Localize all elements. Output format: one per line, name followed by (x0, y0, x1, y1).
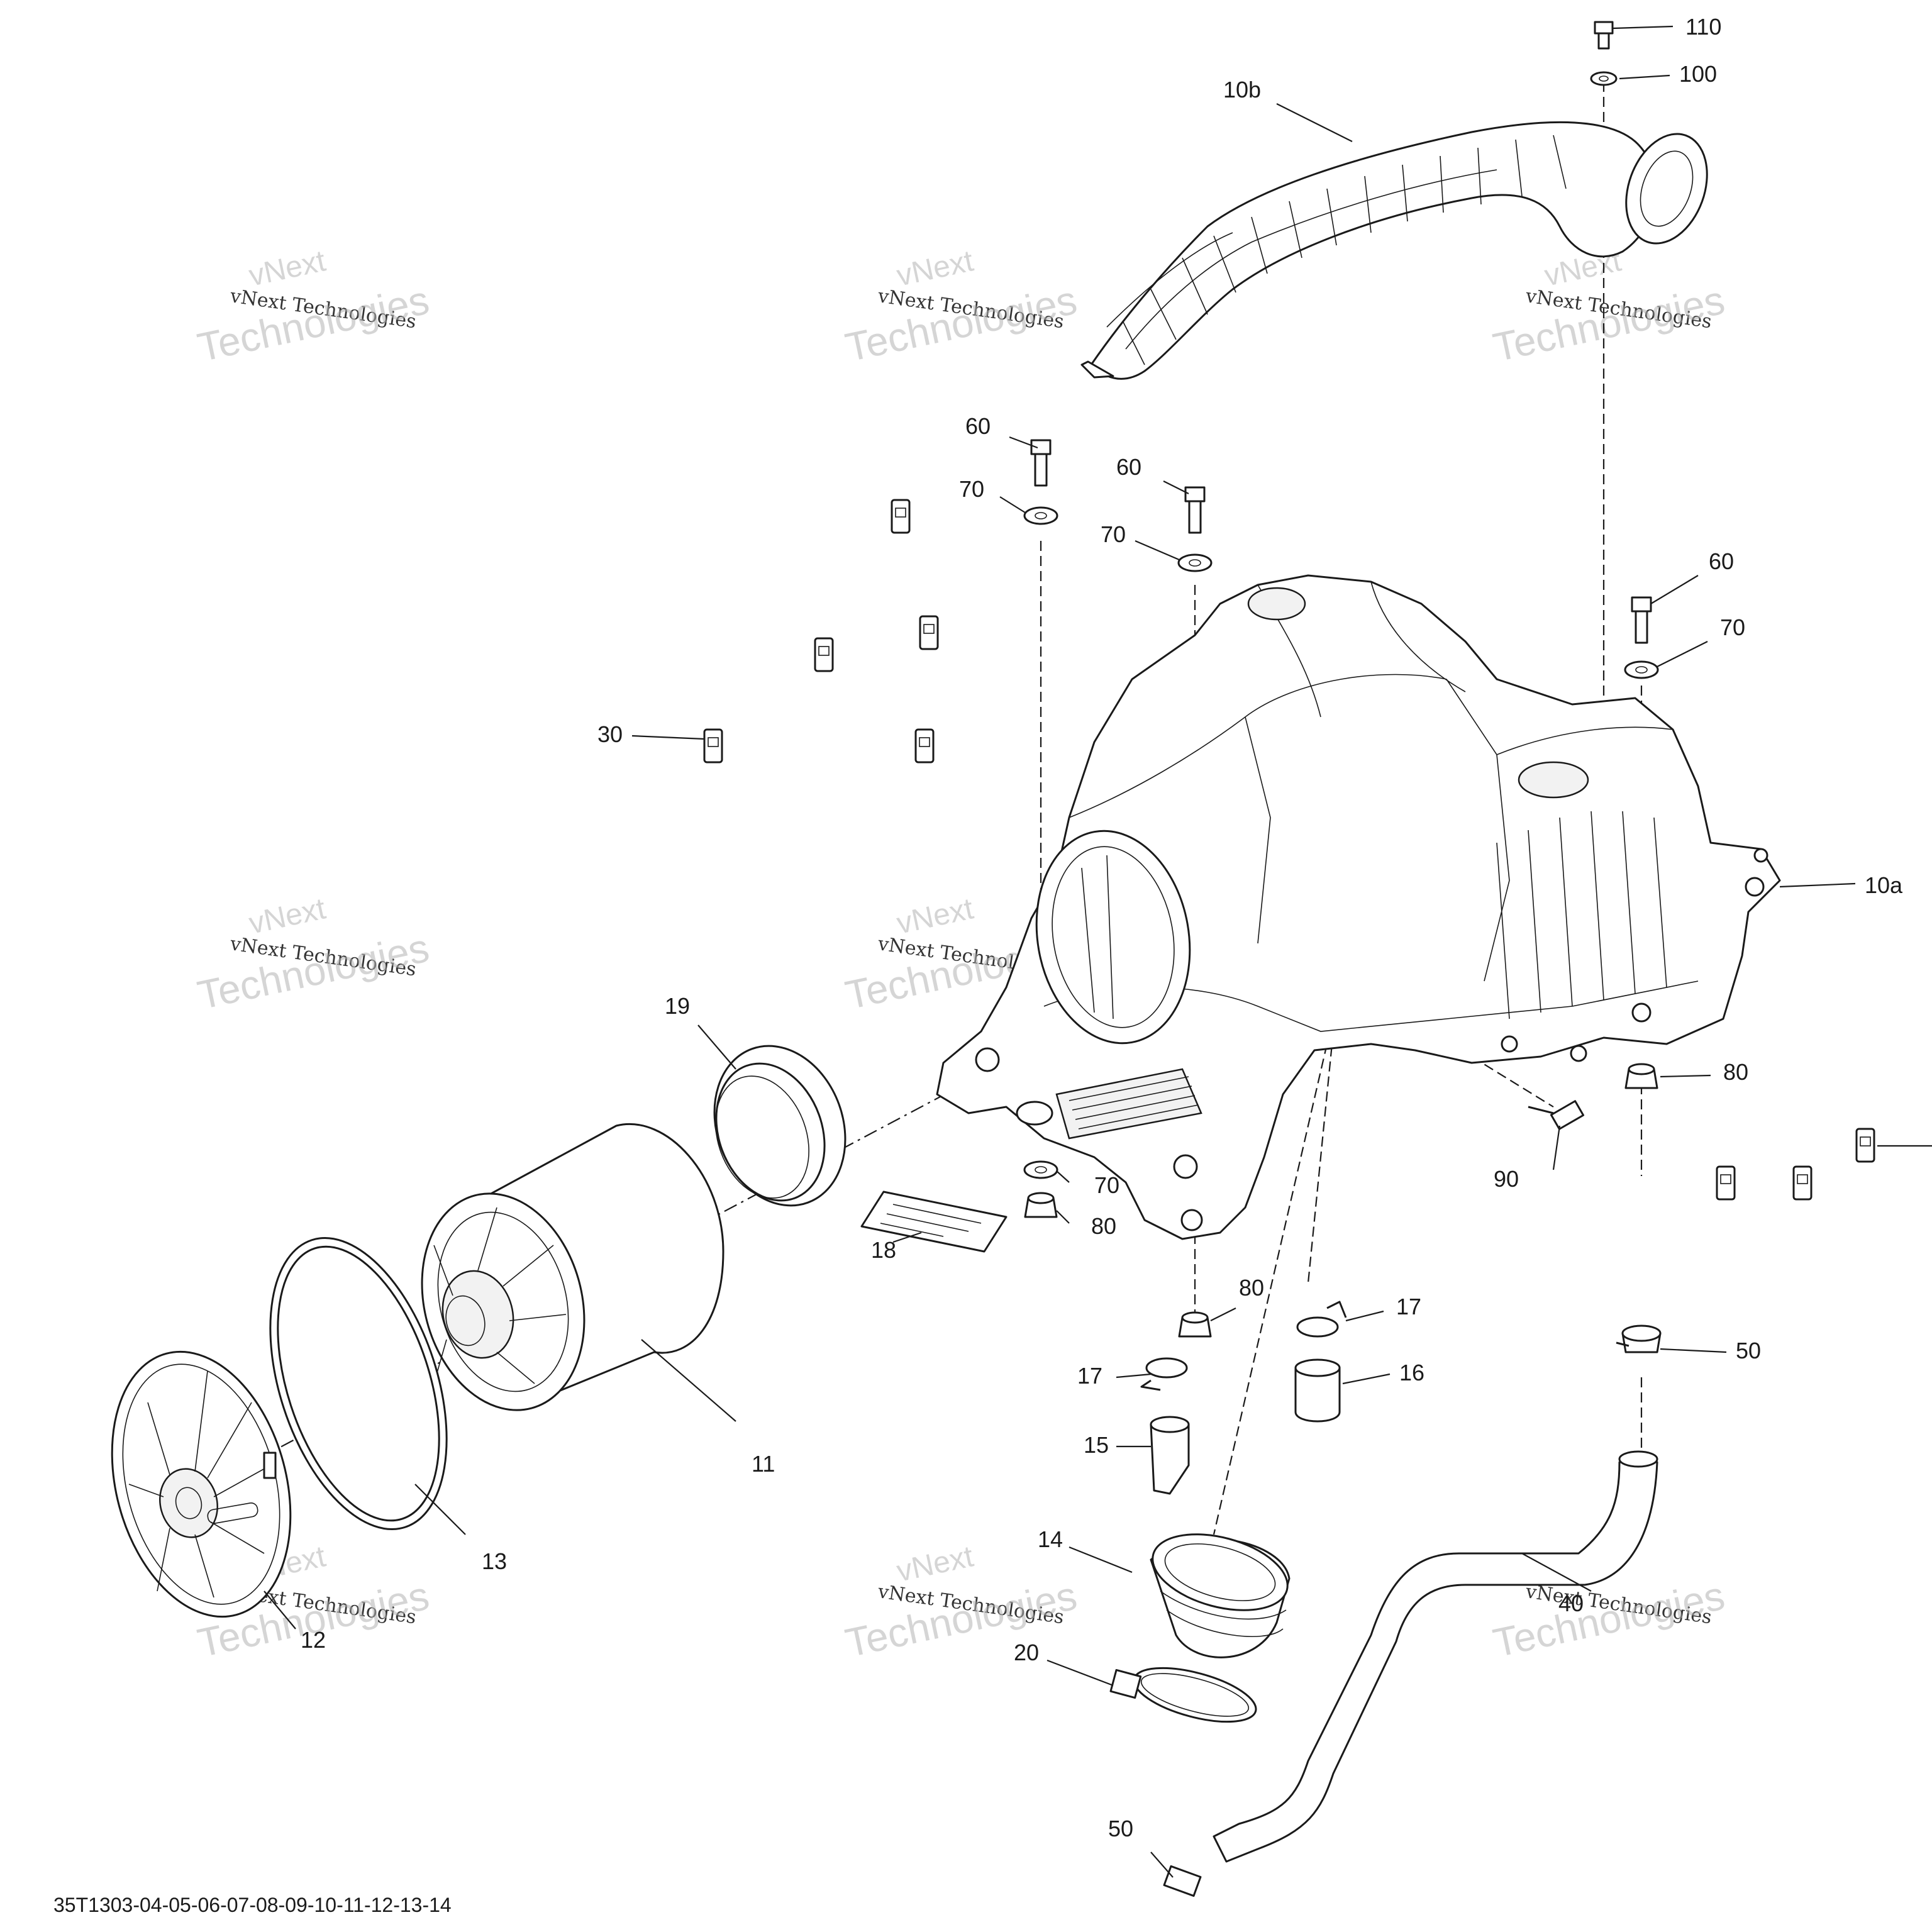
callout-17-a: 17 (1077, 1363, 1102, 1389)
bolt-60-b (1184, 486, 1206, 534)
svg-text:vNext: vNext (246, 244, 328, 292)
callout-12: 12 (301, 1627, 326, 1653)
callout-30: 30 (597, 721, 623, 747)
washer-70-d (1023, 1160, 1058, 1179)
callout-70-b: 70 (1101, 521, 1126, 547)
svg-text:Technologies: Technologies (194, 277, 433, 370)
watermark-top-center: vNext vNext Technologies Technologies (841, 244, 1080, 370)
callout-11: 11 (752, 1451, 775, 1477)
nut-80-c (1624, 1063, 1658, 1089)
hose-clamp-50-lower (1163, 1865, 1202, 1897)
callout-60-c: 60 (1709, 548, 1734, 574)
callout-100: 100 (1679, 61, 1717, 87)
clamp-17-lower (1140, 1357, 1188, 1391)
callout-17-b: 17 (1396, 1294, 1421, 1319)
leader-lines (264, 25, 1932, 1878)
hose-clamp-50-upper (1616, 1324, 1662, 1353)
watermark-top-left: vNext vNext Technologies Technologies (194, 244, 433, 370)
airbox-fins (1496, 811, 1667, 1019)
speed-nut-30-4 (703, 728, 723, 763)
callout-70-c: 70 (1720, 614, 1745, 640)
filter-cover-12 (111, 1350, 292, 1618)
drain-15 (1150, 1416, 1190, 1495)
callout-16: 16 (1399, 1360, 1424, 1385)
speed-nut-30-1 (891, 499, 911, 534)
watermark-top-right: vNext vNext Technologies Technologies (1489, 244, 1728, 370)
speed-nut-30-2 (919, 615, 939, 650)
drain-hose-40 (1213, 1450, 1658, 1863)
drawing-id: 35T1303-04-05-06-07-08-09-10-11-12-13-14 (53, 1894, 452, 1916)
callout-60-b: 60 (1116, 454, 1141, 480)
callout-60-a: 60 (965, 413, 991, 439)
svg-text:Technologies: Technologies (1489, 1573, 1728, 1666)
callout-14: 14 (1038, 1526, 1063, 1552)
callout-10b: 10b (1223, 77, 1261, 103)
callout-50-a: 50 (1736, 1338, 1761, 1363)
callout-40: 40 (1558, 1591, 1584, 1616)
callout-110: 110 (1685, 14, 1721, 40)
speed-nut-30-8 (1792, 1165, 1813, 1201)
washer-100 (1590, 71, 1618, 86)
speed-nut-30-7 (1716, 1165, 1736, 1201)
watermark-mid-left: vNext vNext Technologies Technologies (194, 892, 433, 1018)
washer-70-b (1177, 553, 1213, 572)
callout-labels: 110 100 10b 60 70 60 70 60 70 30 10a 19 … (301, 14, 1903, 1841)
svg-text:vNext: vNext (894, 244, 976, 292)
o-ring-13 (269, 1237, 448, 1530)
duct-ribs (1122, 135, 1567, 365)
svg-text:vNext: vNext (246, 892, 328, 940)
bolt-60-a (1030, 439, 1052, 487)
speed-nut-30-3 (814, 637, 834, 672)
callout-15: 15 (1084, 1432, 1109, 1458)
callout-19: 19 (665, 993, 690, 1019)
intake-duct-10b (1080, 121, 1708, 380)
svg-text:Technologies: Technologies (1489, 277, 1728, 370)
callout-70-d: 70 (1094, 1172, 1119, 1198)
speed-nut-30-6 (1855, 1128, 1875, 1163)
screw-90 (1528, 1100, 1585, 1130)
coupler-14 (1150, 1533, 1291, 1658)
nut-80-b (1178, 1311, 1212, 1338)
airbox-grille (1069, 1076, 1199, 1130)
callout-18: 18 (871, 1237, 896, 1263)
bolt-110 (1594, 21, 1614, 50)
speed-nut-30-5 (914, 728, 935, 763)
watermark-bottom-center: vNext vNext Technologies Technologies (841, 1540, 1080, 1665)
svg-text:vNext: vNext (894, 892, 976, 940)
clamp-20 (1109, 1667, 1257, 1723)
callout-13: 13 (482, 1548, 507, 1574)
callout-10a: 10a (1865, 872, 1903, 898)
callout-50-b: 50 (1108, 1816, 1133, 1841)
cover-ribs (128, 1370, 271, 1598)
airbox-10a (936, 574, 1781, 1240)
callout-80-b: 80 (1239, 1275, 1264, 1301)
callout-90: 90 (1494, 1166, 1519, 1192)
washer-70-c (1624, 660, 1659, 679)
air-filter-11 (421, 1123, 724, 1411)
callout-80-c: 80 (1723, 1059, 1748, 1085)
callout-70-a: 70 (959, 476, 984, 502)
callout-20: 20 (1014, 1640, 1039, 1665)
svg-text:Technologies: Technologies (841, 1573, 1080, 1666)
svg-text:Technologies: Technologies (841, 277, 1080, 370)
clamp-17-upper (1296, 1301, 1347, 1338)
callout-80-a: 80 (1091, 1213, 1116, 1239)
washer-70-a (1023, 506, 1058, 525)
cap-16 (1294, 1358, 1341, 1423)
label-18 (860, 1191, 1008, 1253)
nut-80-a (1024, 1192, 1058, 1218)
svg-text:vNext: vNext (894, 1540, 976, 1588)
seal-ring-19 (713, 1045, 847, 1207)
bolt-60-c (1631, 596, 1652, 644)
svg-text:Technologies: Technologies (194, 925, 433, 1018)
